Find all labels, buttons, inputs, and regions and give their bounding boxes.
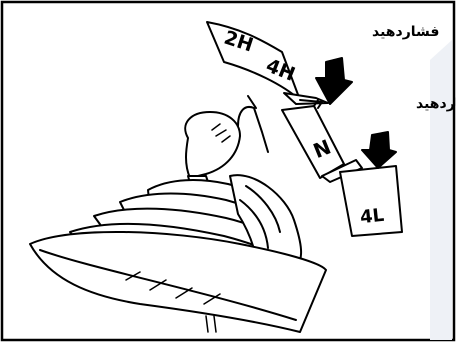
callout-press-upper: فشاردهید (372, 24, 439, 40)
callout-press-lower: فشاردهید (416, 96, 456, 112)
label-4l: 4L (359, 205, 385, 228)
page-bevel (430, 40, 452, 340)
